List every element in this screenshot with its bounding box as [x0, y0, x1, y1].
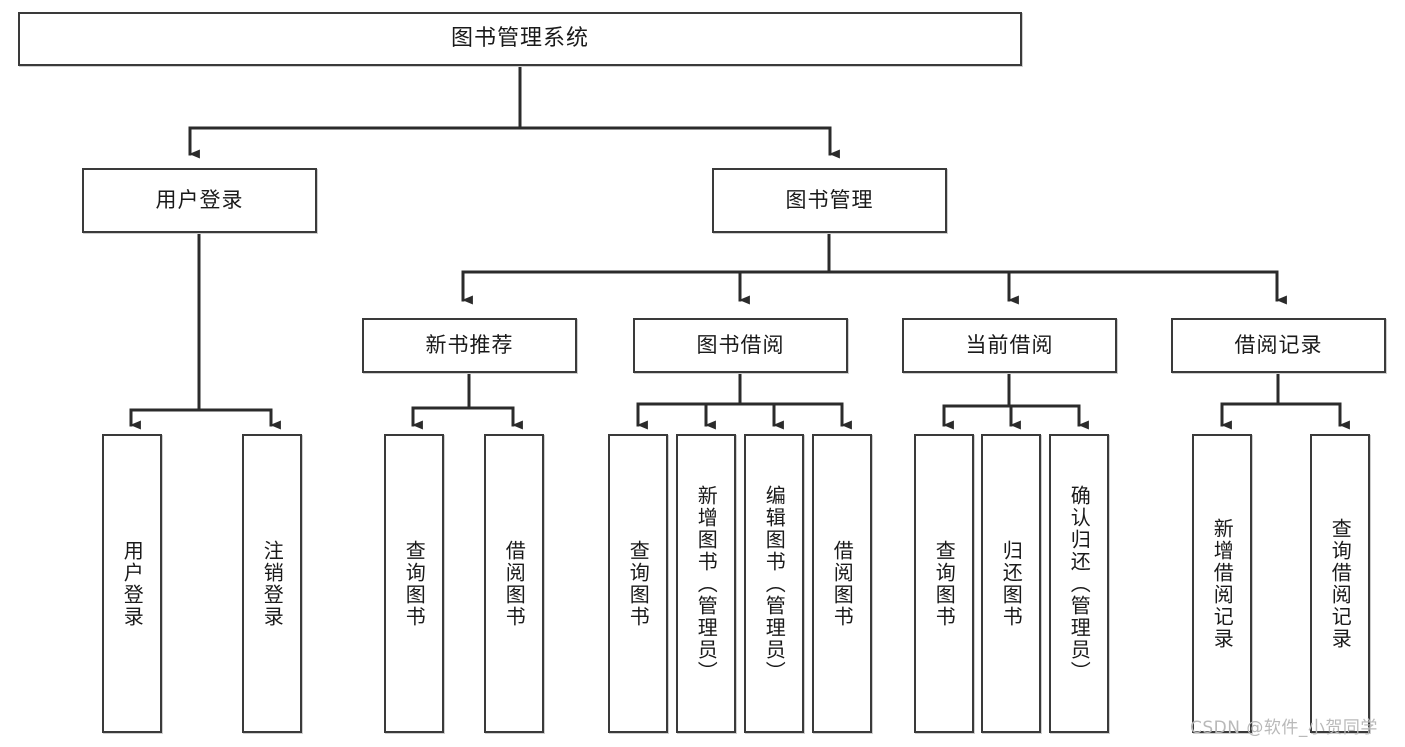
leaf-return-book[interactable]: 归还图书	[981, 434, 1041, 733]
node-user-login[interactable]: 用户登录	[82, 168, 317, 233]
node-book-borrow-label: 图书借阅	[696, 333, 785, 357]
leaf-search-book-current[interactable]: 查询图书	[914, 434, 974, 733]
leaf-return-book-label: 归还图书	[999, 539, 1024, 628]
csdn-watermark: CSDN @软件_小贺同学	[1190, 718, 1378, 738]
leaf-search-book-borrow-label: 查询图书	[626, 539, 651, 628]
leaf-confirm-return-admin[interactable]: 确认归还（管理员）	[1049, 434, 1109, 733]
leaf-search-borrow-record[interactable]: 查询借阅记录	[1310, 434, 1370, 733]
leaf-add-borrow-record[interactable]: 新增借阅记录	[1192, 434, 1252, 733]
node-book-management-label: 图书管理	[785, 188, 874, 212]
leaf-confirm-return-admin-label: 确认归还（管理员）	[1067, 484, 1092, 683]
node-borrow-records[interactable]: 借阅记录	[1171, 318, 1386, 373]
leaf-borrow-book-newbook[interactable]: 借阅图书	[484, 434, 544, 733]
leaf-borrow-book-label: 借阅图书	[830, 539, 855, 628]
leaf-search-book-current-label: 查询图书	[932, 539, 957, 628]
node-user-login-label: 用户登录	[155, 188, 244, 212]
leaf-edit-book-admin-label: 编辑图书（管理员）	[762, 484, 787, 683]
leaf-search-book-newbook-label: 查询图书	[402, 539, 427, 628]
leaf-add-borrow-record-label: 新增借阅记录	[1210, 517, 1235, 650]
leaf-add-book-admin-label: 新增图书（管理员）	[694, 484, 719, 683]
leaf-borrow-book[interactable]: 借阅图书	[812, 434, 872, 733]
node-current-borrow[interactable]: 当前借阅	[902, 318, 1117, 373]
node-new-book-recommend-label: 新书推荐	[425, 333, 514, 357]
node-book-management[interactable]: 图书管理	[712, 168, 947, 233]
leaf-user-login-label: 用户登录	[120, 539, 145, 628]
leaf-borrow-book-newbook-label: 借阅图书	[502, 539, 527, 628]
leaf-search-book-borrow[interactable]: 查询图书	[608, 434, 668, 733]
leaf-add-book-admin[interactable]: 新增图书（管理员）	[676, 434, 736, 733]
node-borrow-records-label: 借阅记录	[1234, 333, 1323, 357]
leaf-logout[interactable]: 注销登录	[242, 434, 302, 733]
leaf-search-book-newbook[interactable]: 查询图书	[384, 434, 444, 733]
leaf-search-borrow-record-label: 查询借阅记录	[1328, 517, 1353, 650]
node-current-borrow-label: 当前借阅	[965, 333, 1054, 357]
node-book-borrow[interactable]: 图书借阅	[633, 318, 848, 373]
leaf-edit-book-admin[interactable]: 编辑图书（管理员）	[744, 434, 804, 733]
leaf-user-login[interactable]: 用户登录	[102, 434, 162, 733]
leaf-logout-label: 注销登录	[260, 539, 285, 628]
node-root-label: 图书管理系统	[450, 26, 589, 51]
node-root[interactable]: 图书管理系统	[18, 12, 1022, 66]
node-new-book-recommend[interactable]: 新书推荐	[362, 318, 577, 373]
